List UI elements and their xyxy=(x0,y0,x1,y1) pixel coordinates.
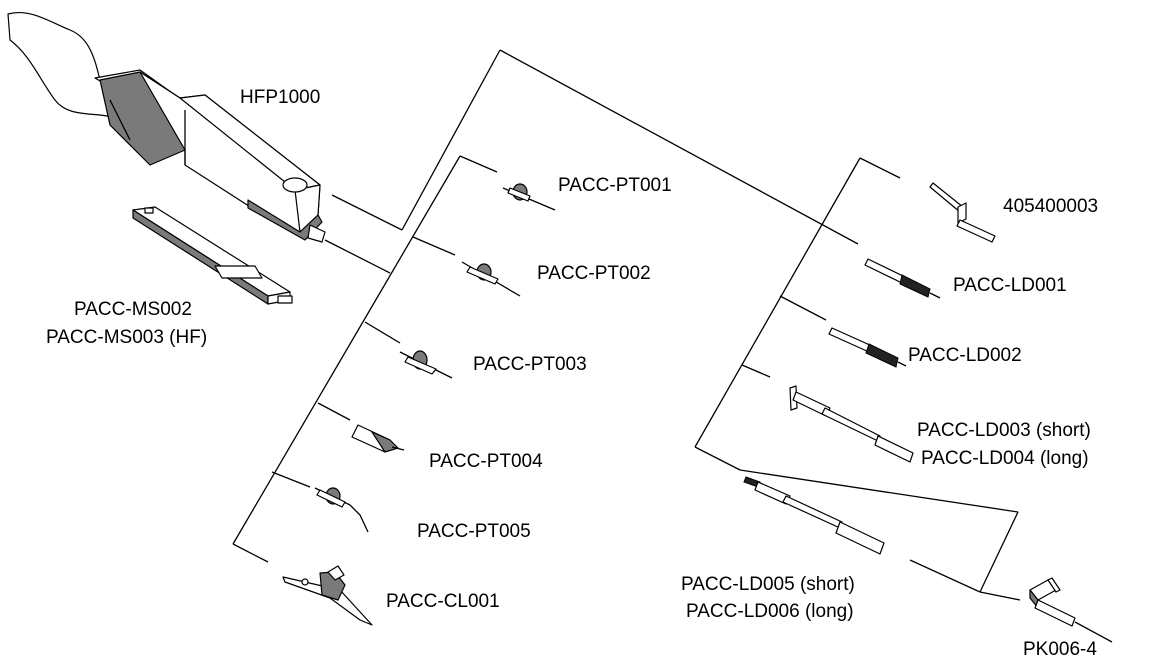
label-pacc-ld002: PACC-LD002 xyxy=(908,345,1022,366)
pacc-ms002-part xyxy=(132,206,293,305)
pacc-ld001-part xyxy=(864,258,941,299)
hfp1000-probe xyxy=(7,12,326,243)
label-pacc-ld006: PACC-LD006 (long) xyxy=(686,601,854,622)
label-pacc-cl001: PACC-CL001 xyxy=(386,591,500,612)
label-pacc-pt001: PACC-PT001 xyxy=(558,175,672,196)
label-pacc-ld003: PACC-LD003 (short) xyxy=(917,420,1091,441)
pacc-pt002-part xyxy=(461,261,521,297)
label-pacc-pt003: PACC-PT003 xyxy=(473,354,587,375)
pacc-ld005-part xyxy=(743,476,885,555)
label-pacc-pt005: PACC-PT005 xyxy=(417,521,531,542)
pacc-pt005-part xyxy=(314,487,369,533)
label-hfp1000: HFP1000 xyxy=(240,87,320,108)
label-pk006-4: PK006-4 xyxy=(1023,639,1097,660)
pacc-pt003-part xyxy=(399,350,453,379)
probe-cable xyxy=(7,12,121,121)
pacc-pt001-part xyxy=(502,183,556,211)
part-405400003 xyxy=(929,182,996,243)
label-pacc-ld004: PACC-LD004 (long) xyxy=(921,448,1089,469)
label-pacc-pt002: PACC-PT002 xyxy=(537,263,651,284)
label-pacc-ld005: PACC-LD005 (short) xyxy=(681,574,855,595)
pacc-ld003-part xyxy=(789,385,914,463)
label-pacc-pt004: PACC-PT004 xyxy=(429,451,543,472)
pacc-ld002-part xyxy=(828,327,907,368)
connector-lines xyxy=(232,49,1021,601)
pacc-cl001-part xyxy=(282,565,373,626)
label-pacc-ms002: PACC-MS002 xyxy=(74,299,192,320)
label-pacc-ld001: PACC-LD001 xyxy=(953,275,1067,296)
label-405400003: 405400003 xyxy=(1003,196,1098,217)
pk006-4-part xyxy=(1029,577,1113,643)
label-pacc-ms003: PACC-MS003 (HF) xyxy=(46,327,207,348)
pacc-pt004-part xyxy=(351,424,405,453)
